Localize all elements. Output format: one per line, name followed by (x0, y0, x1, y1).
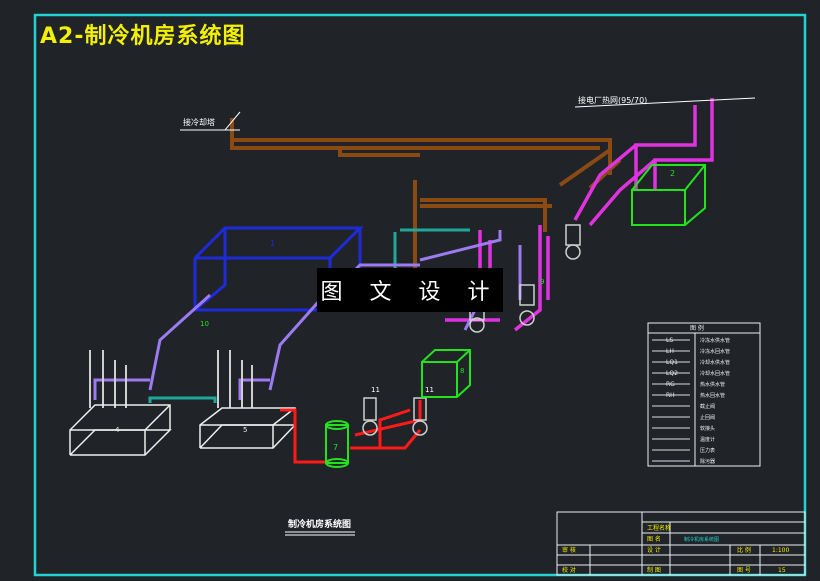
legend-desc: 除污器 (700, 458, 715, 465)
tank-7 (325, 420, 349, 468)
equipment-label-9: 9 (540, 278, 544, 286)
legend-desc: 热水回水管 (700, 392, 725, 399)
legend-desc: 冷却水回水管 (700, 370, 730, 377)
legend-desc: 冷冻水供水管 (700, 337, 730, 344)
equipment-label-10: 10 (200, 320, 209, 328)
tb-drawing-name: 制冷机房系统图 (684, 536, 719, 543)
cooling-water-pipes (230, 118, 622, 270)
heat-exchanger-2 (631, 164, 706, 226)
legend-symbol: LQ1 (666, 359, 678, 366)
legend-symbol: LS (666, 337, 673, 344)
legend-table (647, 322, 761, 467)
tank-4 (69, 404, 172, 456)
pumps-chiller (469, 224, 581, 333)
heat-network-label: 接电厂热网(95/70) (578, 95, 647, 105)
tb-sheet-label: 图 号 (737, 567, 751, 574)
drawing-frame (33, 13, 807, 577)
tb-design: 设 计 (647, 546, 661, 554)
equipment-label-11b: 11 (425, 386, 434, 394)
tb-drawing-name-label: 图 名 (647, 535, 661, 543)
tb-scale-label: 比 例 (737, 546, 751, 554)
legend-symbol: RH (666, 392, 675, 399)
legend-desc: 止回阀 (700, 414, 715, 421)
legend-symbol: LQ2 (666, 370, 678, 377)
legend-desc: 热水供水管 (700, 381, 725, 388)
tb-sheet: 15 (778, 567, 786, 574)
legend-desc: 截止阀 (700, 403, 715, 410)
equipment-label-2: 2 (670, 169, 675, 178)
equipment-label-11a: 11 (371, 386, 380, 394)
equipment-label-7: 7 (333, 443, 338, 452)
drawing-title: A2-制冷机房系统图 (40, 24, 246, 49)
pump-11-a (362, 397, 378, 436)
tb-check: 审 核 (562, 546, 576, 554)
legend-desc: 温度计 (700, 436, 715, 443)
legend-title: 图 例 (690, 324, 704, 332)
tb-project: 工程名称 (647, 524, 671, 532)
equipment-label-8: 8 (460, 367, 464, 375)
legend-desc: 冷却水供水管 (700, 359, 730, 366)
legend-desc: 冷冻水回水管 (700, 348, 730, 355)
title-block (556, 511, 806, 576)
legend-rows: 图 例 LS 冷冻水供水管 LH 冷冻水回水管 LQ1 冷却水供水管 LQ2 冷却水回水管 RG 热… (652, 324, 730, 465)
equipment-label-4: 4 (115, 426, 120, 434)
tank-8 (421, 349, 471, 398)
tb-drafting: 制 图 (647, 566, 661, 574)
equipment-label-5: 5 (243, 426, 247, 434)
diagram-caption: 制冷机房系统图 (288, 518, 351, 530)
watermark: 图 文 设 计 (317, 268, 503, 312)
legend-symbol: RG (666, 381, 675, 388)
tank-stubs (89, 350, 253, 408)
legend-desc: 软接头 (700, 425, 715, 432)
chilled-return-pipes (93, 230, 522, 400)
equipment-label-1: 1 (270, 239, 275, 248)
tb-scale: 1:100 (772, 547, 789, 554)
legend-symbol: LH (666, 348, 674, 355)
tank-5 (199, 407, 297, 449)
pump-11-b (412, 397, 428, 436)
tb-review: 校 对 (562, 566, 576, 574)
hot-water-pipes (280, 400, 422, 464)
legend-desc: 压力表 (700, 447, 715, 454)
cooling-tower-label: 接冷却塔 (183, 117, 215, 127)
